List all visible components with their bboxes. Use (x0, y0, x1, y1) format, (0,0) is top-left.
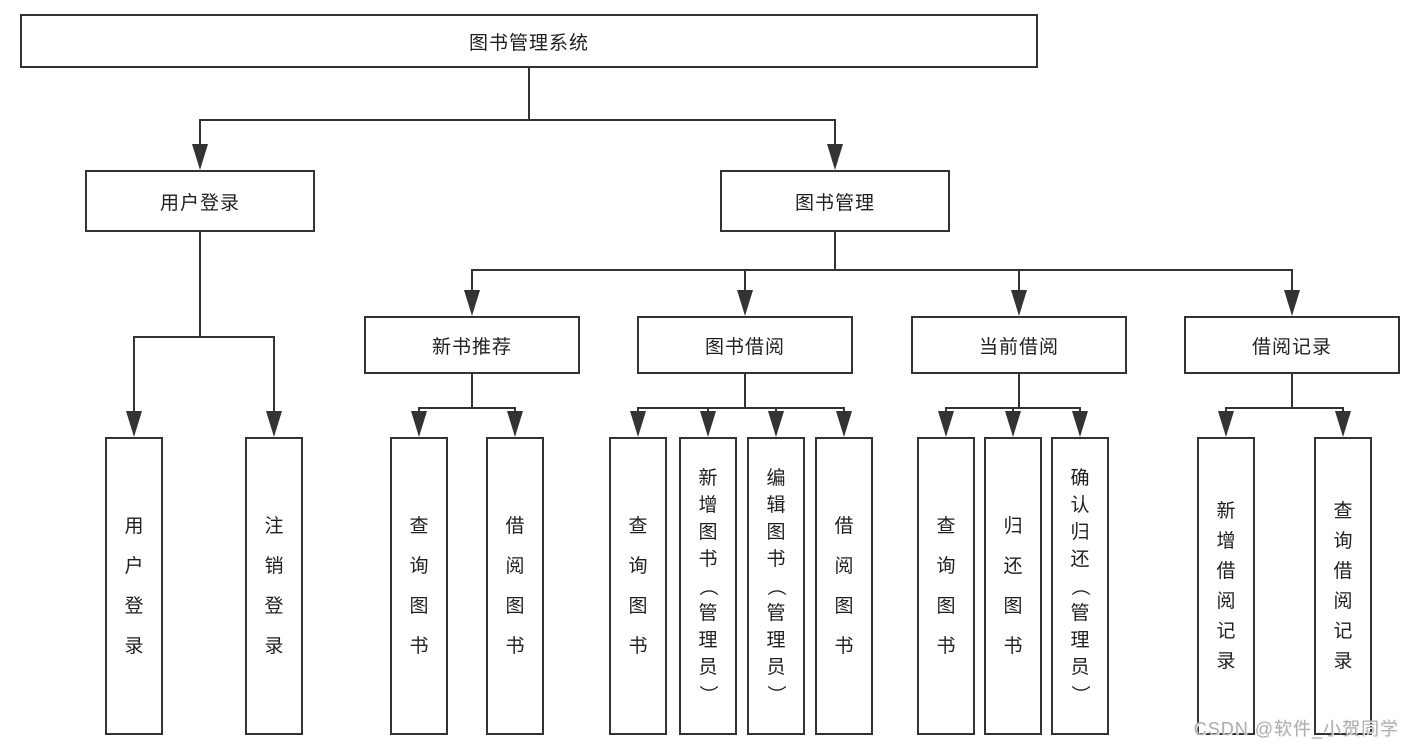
node-book-management: 图书管理 (720, 170, 950, 232)
leaf-query-book-current: 查询图书 (917, 437, 975, 735)
leaf-query-book-borrowing: 查询图书 (609, 437, 667, 735)
leaf-borrow-book-recommend: 借阅图书 (486, 437, 544, 735)
node-library-system: 图书管理系统 (20, 14, 1038, 68)
leaf-return-book: 归还图书 (984, 437, 1042, 735)
leaf-confirm-return-admin: 确认归还（管理员） (1051, 437, 1109, 735)
leaf-add-book-admin: 新增图书（管理员） (679, 437, 737, 735)
node-borrowing-records: 借阅记录 (1184, 316, 1400, 374)
node-book-borrowing: 图书借阅 (637, 316, 853, 374)
leaf-borrow-book: 借阅图书 (815, 437, 873, 735)
csdn-watermark: CSDN @软件_小贺同学 (1193, 719, 1399, 739)
leaf-logout: 注销登录 (245, 437, 303, 735)
node-new-book-recommendation: 新书推荐 (364, 316, 580, 374)
leaf-query-borrow-record: 查询借阅记录 (1314, 437, 1372, 735)
arrowheads (126, 144, 1351, 437)
leaf-add-borrow-record: 新增借阅记录 (1197, 437, 1255, 735)
node-user-login: 用户登录 (85, 170, 315, 232)
leaf-edit-book-admin: 编辑图书（管理员） (747, 437, 805, 735)
leaf-user-login: 用户登录 (105, 437, 163, 735)
node-current-borrowing: 当前借阅 (911, 316, 1127, 374)
leaf-query-book-recommend: 查询图书 (390, 437, 448, 735)
